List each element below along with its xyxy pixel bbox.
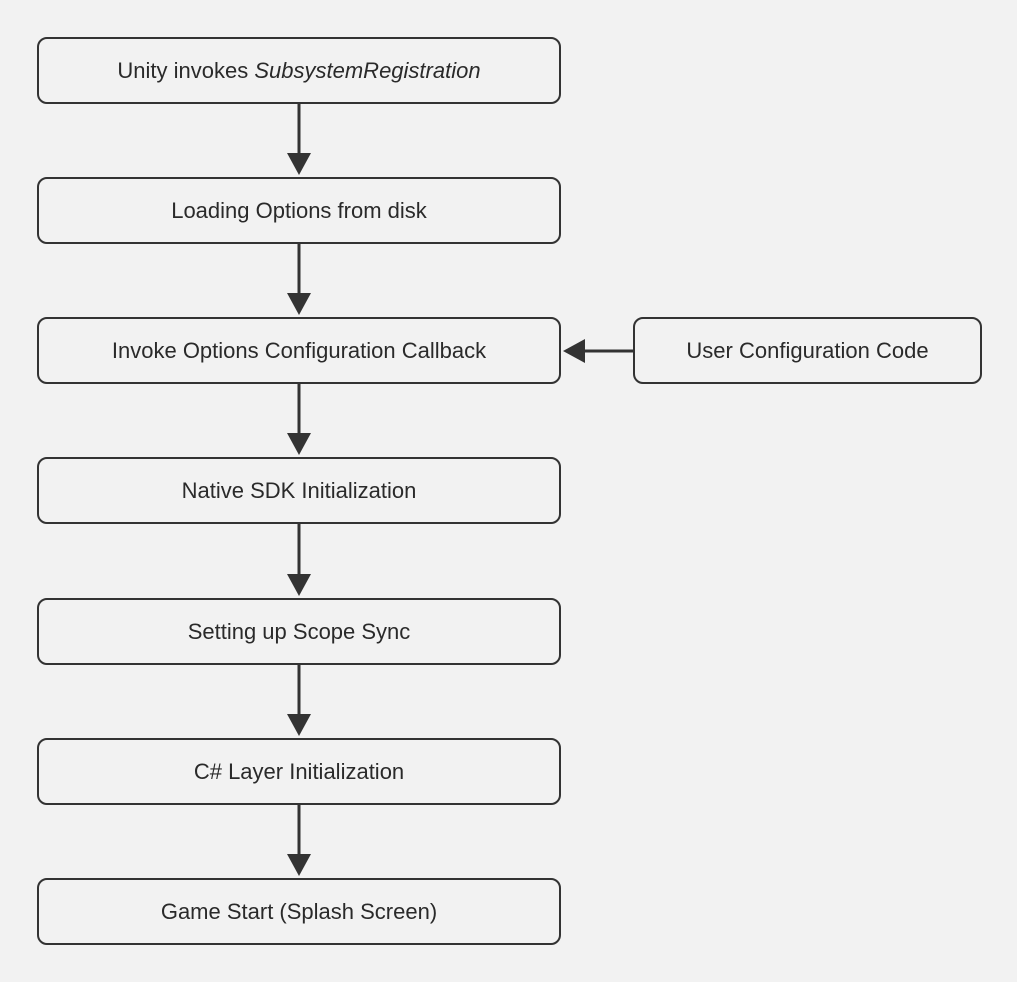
flow-node-game-start: Game Start (Splash Screen)	[37, 878, 561, 945]
edge-step2-to-step3	[287, 244, 311, 315]
flow-node-label: Native SDK Initialization	[181, 477, 417, 503]
flow-node-label: Invoke Options Configuration Callback	[111, 337, 487, 363]
flow-node-label: User Configuration Code	[686, 337, 929, 363]
flow-node-label: Setting up Scope Sync	[187, 618, 411, 644]
flow-node-label-prefix: Unity invokes	[117, 57, 255, 83]
edge-user-code-to-step3	[563, 339, 633, 363]
edge-step3-to-step4	[287, 384, 311, 455]
flow-node-csharp-layer-initialization: C# Layer Initialization	[37, 738, 561, 805]
flow-node-label: C# Layer Initialization	[193, 758, 405, 784]
flow-node-scope-sync: Setting up Scope Sync	[37, 598, 561, 665]
flow-node-native-sdk-initialization: Native SDK Initialization	[37, 457, 561, 524]
flow-node-label-emphasis: SubsystemRegistration	[254, 57, 481, 83]
flow-node-label: Loading Options from disk	[171, 197, 427, 223]
edge-step4-to-step5	[287, 524, 311, 596]
edge-step6-to-step7	[287, 805, 311, 876]
flow-node-subsystem-registration: Unity invokes SubsystemRegistration	[37, 37, 561, 104]
flow-node-user-configuration-code: User Configuration Code	[633, 317, 982, 384]
flow-node-label: Unity invokes SubsystemRegistration	[117, 57, 481, 83]
flow-node-label: Game Start (Splash Screen)	[160, 898, 438, 924]
edge-step5-to-step6	[287, 665, 311, 736]
edge-step1-to-step2	[287, 104, 311, 175]
flow-node-options-configuration-callback: Invoke Options Configuration Callback	[37, 317, 561, 384]
flow-node-loading-options: Loading Options from disk	[37, 177, 561, 244]
